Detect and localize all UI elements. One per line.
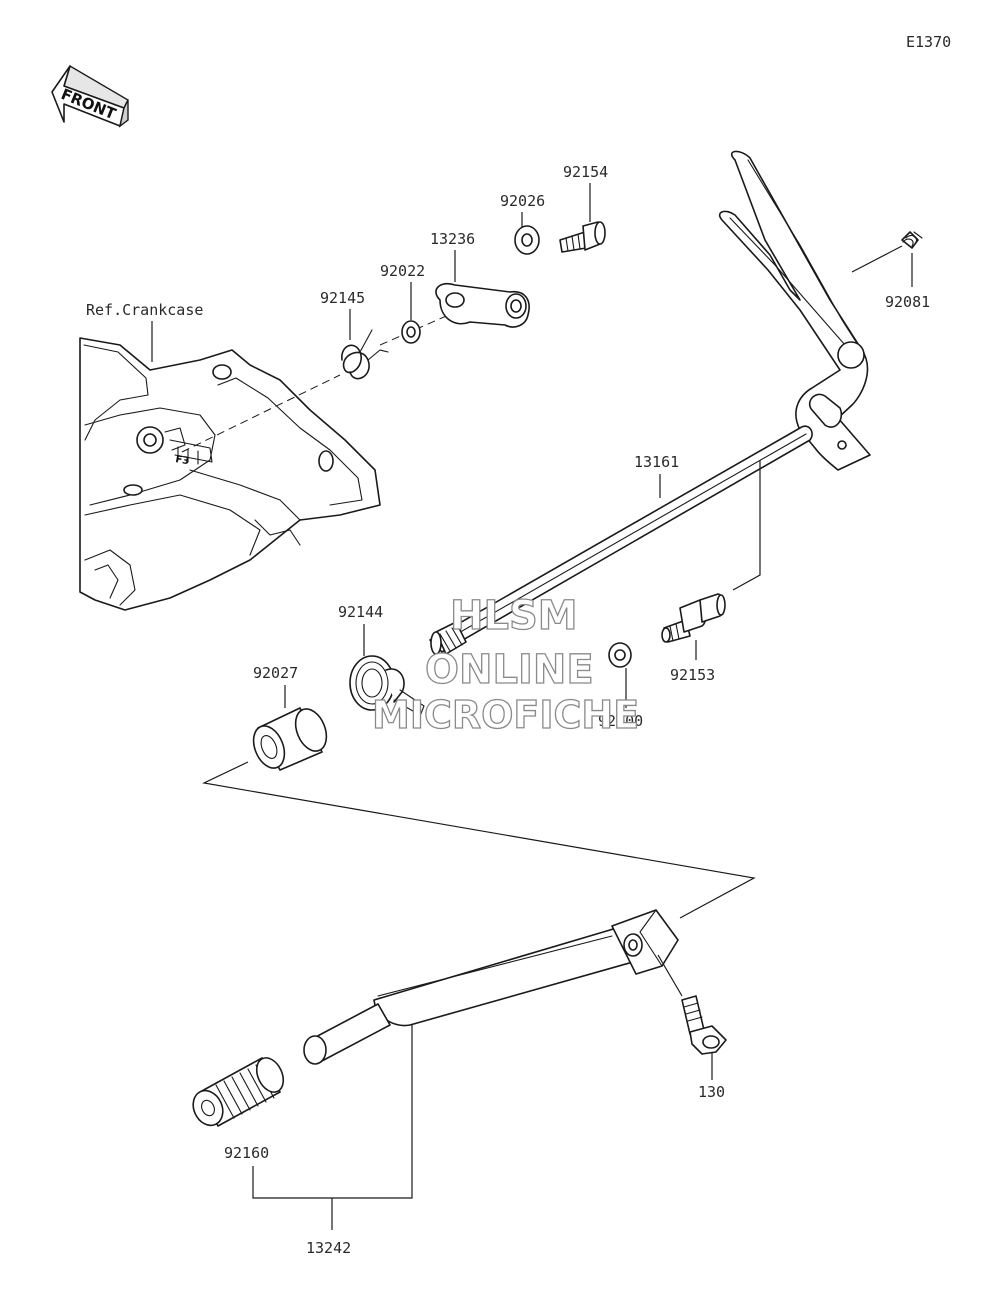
shift-pedal-13242[interactable] — [303, 909, 679, 1065]
spring-92145[interactable] — [341, 329, 389, 380]
return-spring-92144[interactable] — [349, 655, 425, 717]
part-label-92144: 92144 — [338, 603, 383, 621]
part-label-92160: 92160 — [224, 1144, 269, 1162]
watermark-line3: MICROFICHE — [372, 693, 639, 737]
assembly-line-collar — [202, 761, 756, 919]
part-label-92022: 92022 — [380, 262, 425, 280]
part-label-13161: 13161 — [634, 453, 679, 471]
stud-bolt-92153[interactable] — [661, 593, 726, 643]
washer-92200[interactable] — [608, 642, 632, 668]
part-label-92026: 92026 — [500, 192, 545, 210]
ref-crankcase-label: Ref.Crankcase — [86, 301, 203, 319]
part-label-13236: 13236 — [430, 230, 475, 248]
part-label-92153: 92153 — [670, 666, 715, 684]
watermark-line2: ONLINE — [425, 647, 594, 693]
part-label-92154: 92154 — [563, 163, 608, 181]
bolt-92154[interactable] — [559, 221, 606, 253]
diagram-code: E1370 — [906, 33, 951, 51]
collar-92027[interactable] — [248, 704, 332, 772]
washer-92022[interactable] — [401, 320, 421, 344]
crankcase-outline: F3 — [79, 337, 381, 611]
washer-92026[interactable] — [514, 225, 540, 255]
watermark-line1: HLSM — [450, 593, 578, 639]
centerline-crankcase — [181, 374, 341, 453]
crankcase-stamp: F3 — [174, 454, 190, 467]
part-label-92081: 92081 — [885, 293, 930, 311]
link-arm-13236[interactable] — [435, 282, 530, 328]
part-label-92145: 92145 — [320, 289, 365, 307]
pedal-rubber-92160[interactable] — [188, 1054, 289, 1131]
spring-92081[interactable] — [851, 231, 923, 273]
part-label-13242: 13242 — [306, 1239, 351, 1257]
part-label-130: 130 — [698, 1083, 725, 1101]
shift-shaft-13161[interactable] — [429, 150, 871, 655]
watermark: HLSM ONLINE MICROFICHE — [371, 592, 639, 737]
bolt-130[interactable] — [681, 995, 727, 1055]
assembly-line-bolt — [657, 954, 683, 997]
part-label-92027: 92027 — [253, 664, 298, 682]
front-arrow-icon: FRONT — [51, 64, 129, 128]
part-label-92200: 92200 — [598, 712, 643, 730]
